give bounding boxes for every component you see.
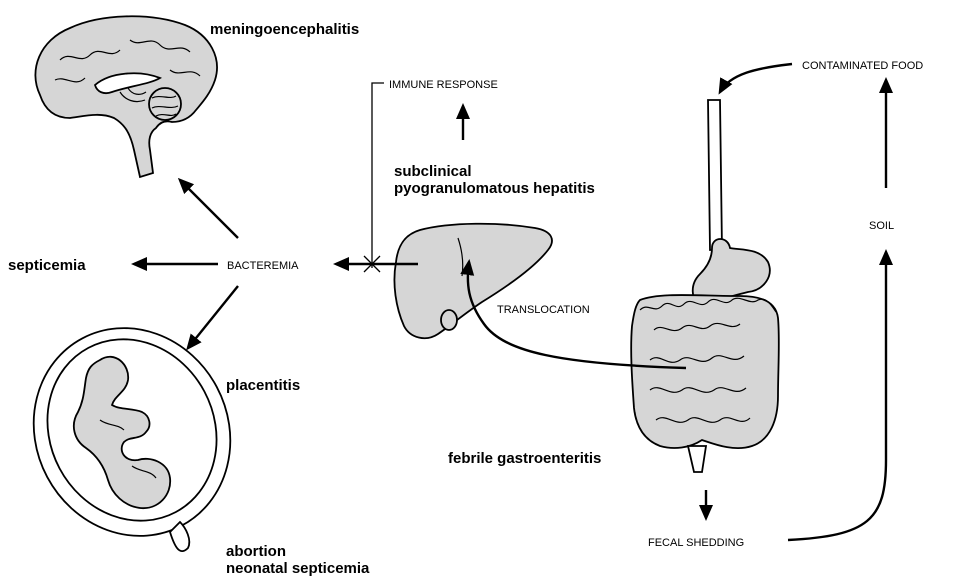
brain-illustration	[35, 16, 217, 177]
hepatitis-label: pyogranulomatous hepatitis	[394, 180, 595, 197]
liver-illustration	[394, 224, 552, 338]
bacteremia-to-placenta-arrow	[188, 286, 238, 348]
fecal-to-soil-arrow	[788, 252, 886, 540]
bacteremia-to-brain-arrow	[180, 180, 238, 238]
septicemia-label: septicemia	[8, 257, 86, 274]
fetus-illustration	[0, 293, 267, 570]
food-to-esophagus-arrow	[720, 64, 792, 92]
placentitis-label: placentitis	[226, 377, 300, 394]
immune-response-bracket	[364, 83, 384, 272]
neonatal-septicemia-label: neonatal septicemia	[226, 560, 370, 576]
digestive-tract-illustration	[631, 100, 779, 472]
bacteremia-label: BACTEREMIA	[227, 260, 299, 272]
soil-label: SOIL	[869, 220, 894, 232]
abortion-label: abortion	[226, 543, 286, 560]
subclinical-label: subclinical	[394, 163, 472, 180]
fecal-shedding-label: FECAL SHEDDING	[648, 537, 744, 549]
meningoencephalitis-label: meningoencephalitis	[210, 21, 359, 38]
translocation-label: TRANSLOCATION	[497, 304, 590, 316]
immune-response-label: IMMUNE RESPONSE	[389, 79, 498, 91]
contaminated-food-label: CONTAMINATED FOOD	[802, 60, 923, 72]
febrile-gastroenteritis-label: febrile gastroenteritis	[448, 450, 601, 467]
